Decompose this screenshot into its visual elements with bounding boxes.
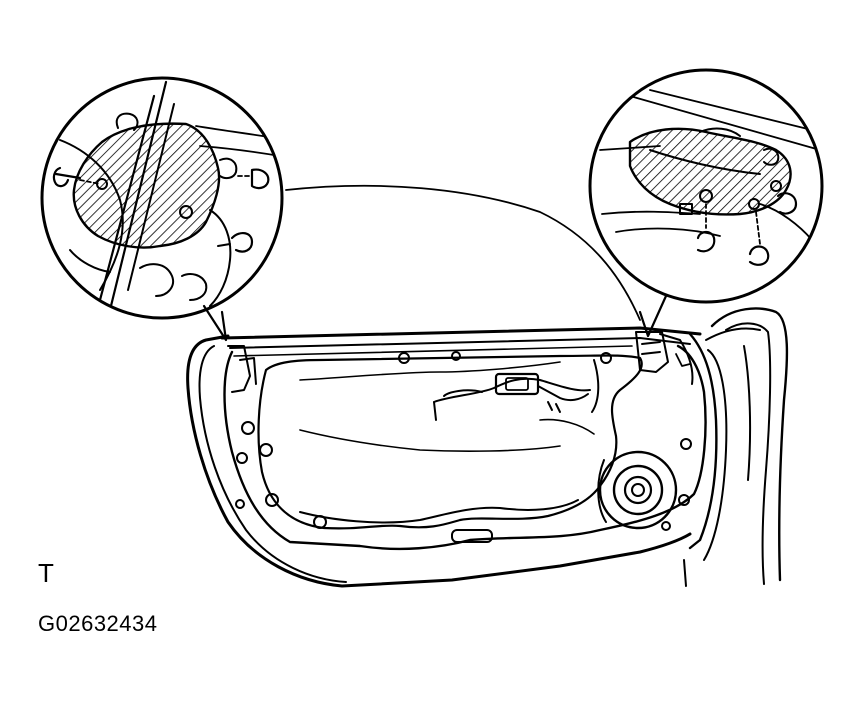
hatched-part-left: [72, 122, 221, 249]
hatched-part-right: [628, 127, 792, 216]
figure-id: G02632434: [38, 611, 158, 636]
door-panel: [186, 307, 789, 588]
callout-leader-right: [638, 294, 668, 338]
detail-circle-left: [40, 76, 284, 320]
window-glass-outline: [285, 184, 641, 321]
view-label: T: [38, 558, 54, 588]
door-clip-holes: [235, 351, 692, 531]
callout-leader-left: [202, 304, 228, 342]
detail-circle-right: [588, 68, 824, 304]
